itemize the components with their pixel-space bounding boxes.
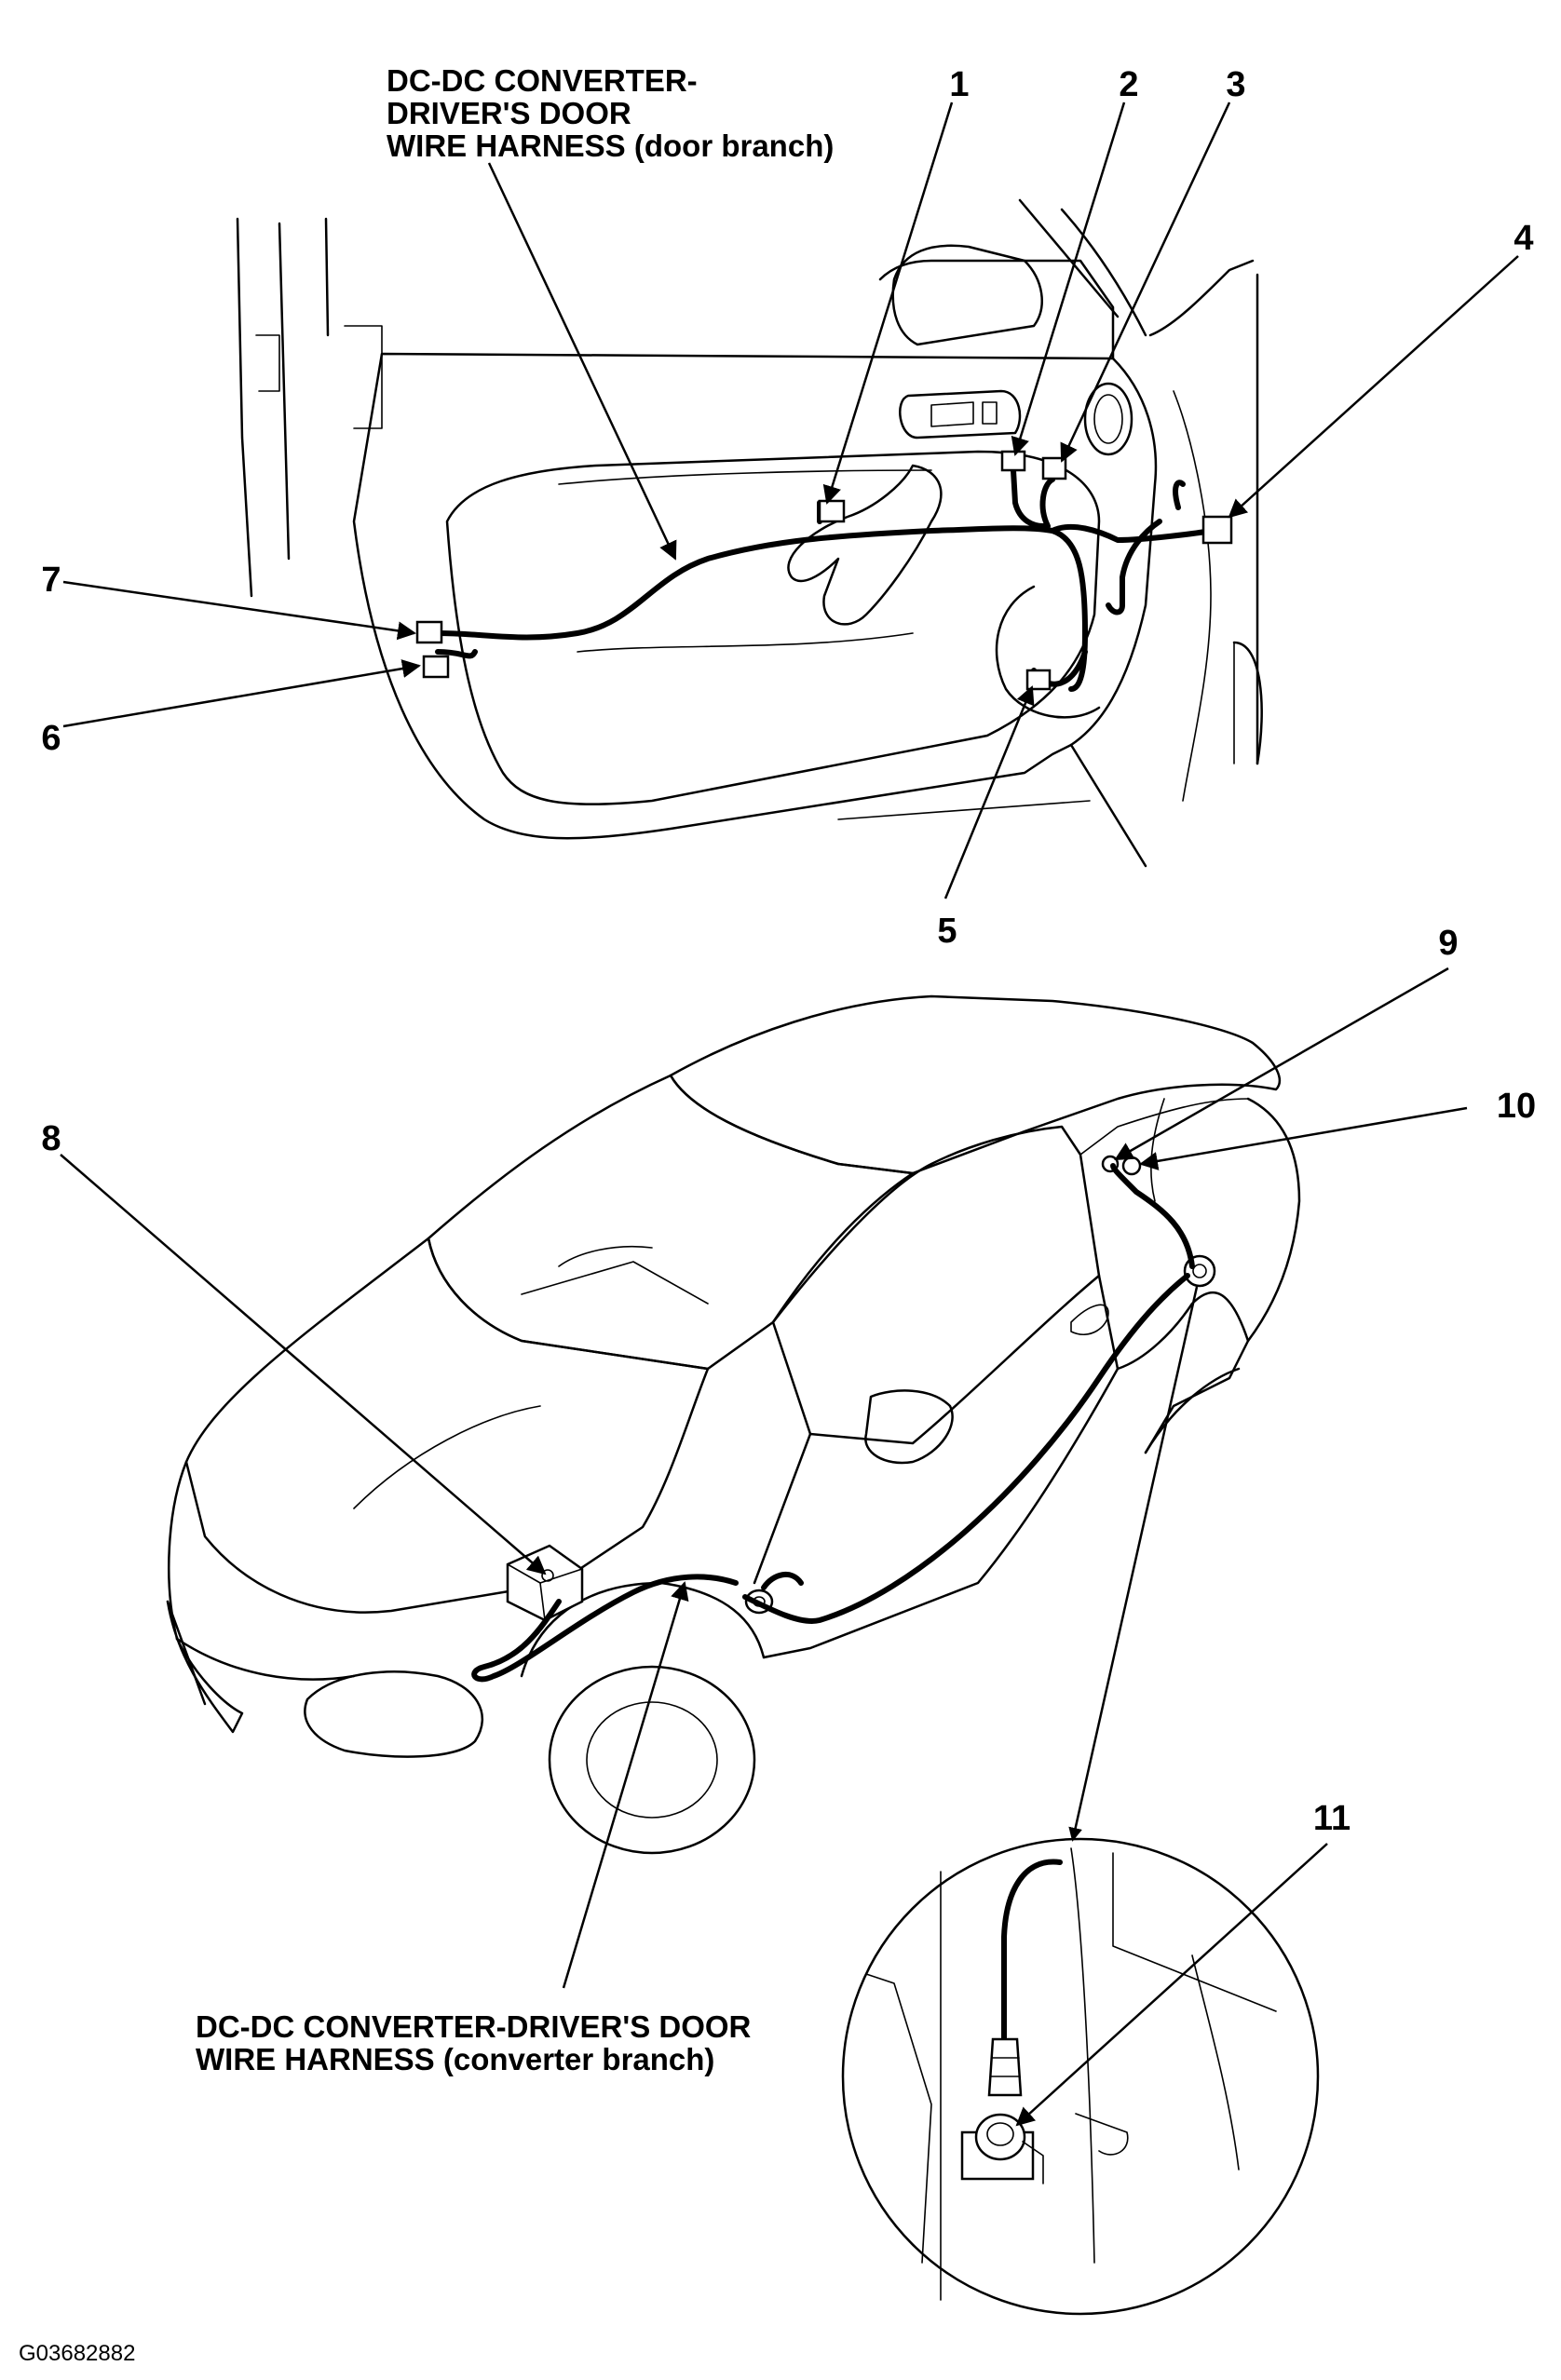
callout-7: 7 — [41, 561, 61, 600]
door-connectors — [415, 450, 1233, 691]
callout-6: 6 — [41, 719, 61, 758]
callout-4: 4 — [1513, 219, 1533, 258]
connector-2 — [1000, 450, 1026, 472]
converter-branch-label: DC-DC CONVERTER-DRIVER'S DOOR WIRE HARNE… — [196, 2009, 760, 2076]
car-view — [166, 994, 1301, 1855]
detail-arrow — [1068, 1286, 1199, 1842]
ground-detail-inset — [841, 1837, 1320, 2316]
connector-4 — [1201, 515, 1233, 545]
door-branch-harness — [435, 467, 1214, 692]
connector-5 — [1025, 669, 1052, 691]
callout-1: 1 — [949, 65, 969, 104]
door-view — [236, 198, 1263, 868]
connector-6 — [422, 655, 450, 679]
car-leader-lines — [60, 967, 1468, 2127]
door-leader-lines — [62, 101, 1519, 899]
connector-1 — [818, 499, 846, 523]
callout-2: 2 — [1119, 65, 1138, 104]
callout-3: 3 — [1226, 65, 1245, 104]
callout-5: 5 — [937, 912, 957, 951]
callout-11: 11 — [1313, 1799, 1351, 1838]
callout-9: 9 — [1438, 924, 1458, 963]
connector-7 — [415, 620, 443, 644]
door-branch-label: DC-DC CONVERTER- DRIVER'S DOOR WIRE HARN… — [387, 63, 834, 163]
door-branch-label-line-3: WIRE HARNESS (door branch) — [387, 128, 834, 163]
converter-branch-harness — [471, 1163, 1195, 1683]
callout-10: 10 — [1497, 1087, 1536, 1126]
figure-id: G03682882 — [19, 2341, 135, 2366]
door-branch-label-line-1: DC-DC CONVERTER- — [387, 63, 698, 98]
callout-8: 8 — [41, 1119, 61, 1158]
converter-branch-label-line-1: DC-DC CONVERTER-DRIVER'S DOOR — [196, 2009, 752, 2044]
connector-3 — [1041, 456, 1067, 480]
door-branch-label-line-2: DRIVER'S DOOR — [387, 96, 631, 130]
converter-branch-label-line-2: WIRE HARNESS (converter branch) — [196, 2042, 714, 2076]
